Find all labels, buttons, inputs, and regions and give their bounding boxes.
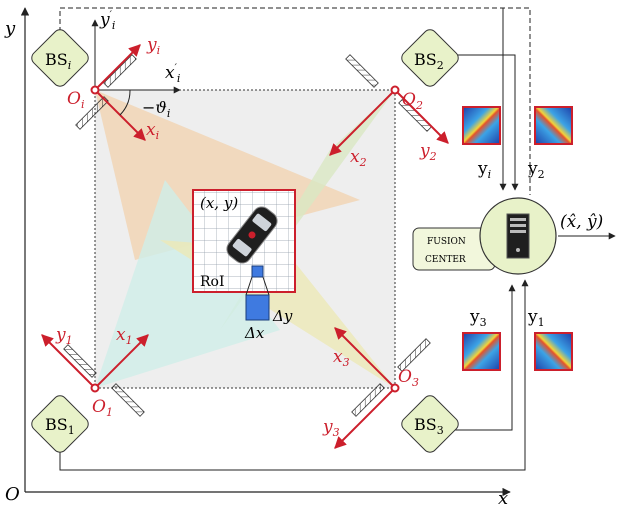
signal-labels: yi y2 y3 y1 (469, 159, 545, 329)
bs2-label: BS2 (414, 50, 444, 72)
heatmaps (462, 106, 573, 371)
fusion-label-line2: CENTER (425, 255, 466, 265)
bs3-label: BS3 (414, 415, 444, 437)
signal-label-1: y1 (527, 307, 545, 329)
roi-cell (251, 265, 264, 278)
bs1-x-label: x1 (116, 325, 133, 347)
y-axis-label: y (4, 18, 16, 39)
roi-coord-label: (x, y) (200, 194, 238, 212)
bsi-diamond (31, 29, 89, 87)
output-estimate-label: (x̂, ŷ) (560, 212, 603, 232)
bs2-y-label: y2 (419, 141, 437, 163)
coverage-boundary (94, 89, 396, 389)
bs3-x-axis (334, 327, 396, 389)
bs2-x-axis (329, 89, 396, 156)
bs2-origin-label: O2 (402, 90, 423, 112)
global-axes: O x y (4, 7, 511, 508)
station-bs2: BS2 O2 x2 y2 (329, 29, 459, 169)
origin-label: O (5, 484, 20, 505)
bsi-label: BSi (45, 50, 71, 72)
bs2-x-label: x2 (350, 147, 367, 169)
bs1-y-label: y1 (55, 325, 73, 347)
bs1-origin-label: O1 (92, 397, 113, 419)
angle-label: −ϑi (142, 98, 170, 120)
dx-label: Δx (244, 324, 265, 342)
x-prime-label: x′i (165, 63, 180, 85)
link-lines (59, 7, 616, 471)
roi-label: RoI (200, 274, 225, 290)
fusion-center: FUSION CENTER (x̂, ŷ) (412, 197, 603, 275)
bs2-diamond (401, 29, 459, 87)
resolution-cell (245, 294, 270, 321)
bs3-diamond (401, 395, 459, 453)
bsi-y-label: yi (146, 35, 160, 57)
station-bs3: BS3 O3 x3 y3 (322, 327, 459, 453)
bs1-diamond (31, 395, 89, 453)
signal-label-i: yi (477, 159, 491, 181)
bs3-origin-label: O3 (398, 367, 419, 389)
heatmap-2 (534, 106, 573, 145)
signal-label-2: y2 (527, 159, 545, 181)
bsi-origin-label: Oi (67, 89, 84, 111)
bs1-y-axis (41, 334, 96, 389)
y-prime-label: y′i (99, 10, 115, 32)
bsi-x-label: xi (146, 120, 159, 142)
bs3-y-label: y3 (322, 417, 340, 439)
heatmap-i (462, 106, 501, 145)
heatmap-3 (462, 332, 501, 371)
bs3-y-axis (334, 387, 396, 449)
bs1-label: BS1 (45, 415, 75, 437)
bsi-y-axis (94, 44, 141, 91)
station-bs1: BS1 O1 y1 x1 (31, 325, 149, 453)
server-icon (506, 213, 530, 259)
bs3-x-label: x3 (333, 347, 350, 369)
car-icon (226, 206, 278, 264)
roi: (x, y) RoI Δy Δx (192, 189, 296, 342)
fusion-label-line1: FUSION (427, 237, 466, 247)
dy-label: Δy (272, 307, 293, 325)
x-axis-label: x (498, 488, 508, 508)
station-bsi: BSi Oi yi xi y′i x′i −ϑi (31, 10, 181, 142)
heatmap-1 (534, 332, 573, 371)
signal-label-3: y3 (469, 307, 487, 329)
bs2-y-axis (394, 89, 449, 144)
bs1-x-axis (94, 334, 149, 389)
